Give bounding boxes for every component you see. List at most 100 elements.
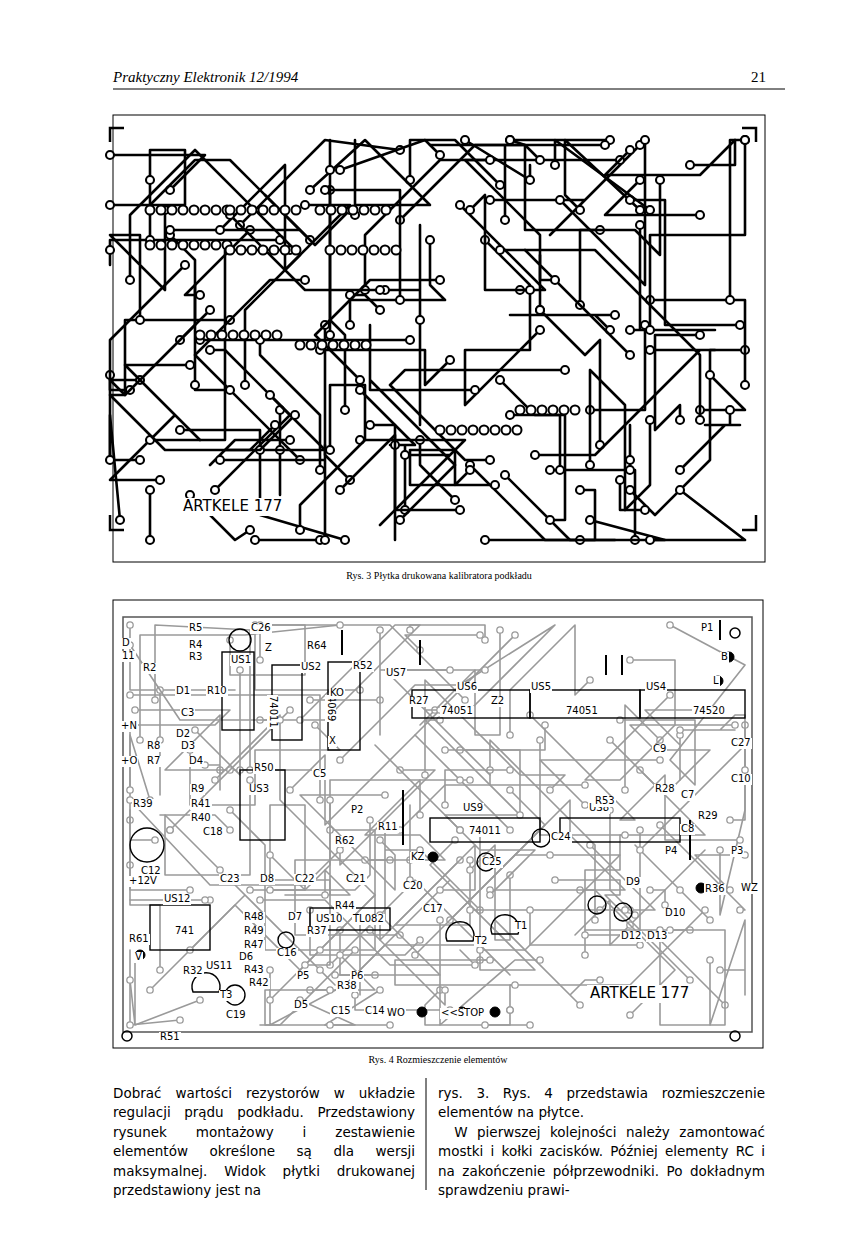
component-label: D9 (625, 877, 641, 888)
solder-pad (677, 727, 683, 733)
board-marking: ARTKELE 177 (180, 498, 285, 516)
solder-pad (292, 206, 301, 215)
component-label: Z2 (490, 696, 505, 707)
capacitor-outline (532, 829, 550, 847)
component-label: C15 (330, 1006, 352, 1017)
solder-pad (326, 246, 335, 255)
solder-pad (352, 947, 358, 953)
component-label: C24 (550, 832, 572, 843)
solder-pad (717, 967, 723, 973)
solder-pad (587, 842, 593, 848)
solder-pad (516, 406, 525, 415)
copper-trace (650, 140, 745, 330)
solder-pad (326, 446, 334, 454)
solder-pad (351, 341, 360, 350)
solder-pad (657, 757, 663, 763)
copper-trace (130, 695, 320, 800)
component-label: US9 (462, 803, 484, 814)
copper-trace (465, 240, 540, 405)
registration-mark (742, 128, 756, 142)
ic-outline (430, 818, 540, 842)
solder-pad (487, 957, 493, 963)
solder-pad (287, 707, 293, 713)
solder-pad (646, 346, 654, 354)
column-rule (426, 1078, 427, 1190)
solder-pad (179, 241, 188, 250)
solder-pad (646, 326, 654, 334)
component-label: R61 (128, 934, 150, 945)
solder-pad (237, 246, 246, 255)
solder-pad (211, 486, 219, 494)
solder-pad (527, 1022, 533, 1028)
copper-trace (660, 930, 725, 1025)
solder-pad (676, 466, 684, 474)
solder-pad (466, 206, 474, 214)
copper-trace (660, 825, 745, 910)
component-label: US2 (300, 662, 322, 673)
solder-pad (359, 246, 368, 255)
component-label: US5 (530, 682, 552, 693)
component-label: R11 (377, 822, 399, 833)
solder-pad (316, 466, 324, 474)
solder-pad (506, 136, 514, 144)
solder-pad (338, 206, 347, 215)
solder-pad (497, 627, 503, 633)
solder-pad (206, 346, 214, 354)
solder-pad (717, 847, 723, 853)
body-paragraph: Dobrać wartości rezystorów w układzie re… (113, 1084, 415, 1200)
solder-pad (551, 276, 559, 284)
component-label: C17 (422, 904, 444, 915)
solder-pad (486, 456, 494, 464)
solder-pad (482, 667, 488, 673)
solder-pad (349, 206, 358, 215)
component-label: R9 (190, 784, 205, 795)
component-label: R48 (243, 912, 265, 923)
solder-pad (442, 802, 448, 808)
solder-pad (336, 166, 344, 174)
component-label: P4 (664, 846, 678, 857)
solder-pad (507, 827, 513, 833)
component-label: R49 (243, 926, 265, 937)
copper-trace (110, 320, 230, 395)
solder-pad (406, 336, 414, 344)
solder-pad (382, 792, 388, 798)
solder-pad (667, 622, 673, 628)
solder-pad (367, 817, 373, 823)
ic-outline (240, 770, 285, 840)
copper-trace (605, 140, 735, 175)
component-label: C26 (250, 623, 272, 634)
solder-pad (307, 341, 316, 350)
solder-pad (702, 907, 708, 913)
component-label: 741 (174, 926, 195, 937)
component-label: D10 (664, 908, 686, 919)
solder-pad (266, 391, 274, 399)
solder-pad (482, 1022, 488, 1028)
ic-outline (412, 690, 530, 718)
copper-trace (320, 350, 450, 385)
solder-pad (486, 196, 494, 204)
solder-pad (257, 657, 263, 663)
solder-pad (461, 136, 469, 144)
copper-trace (155, 625, 250, 770)
component-label: R44 (334, 901, 356, 912)
copper-trace (165, 780, 250, 875)
solder-pad (436, 151, 444, 159)
solder-pad (487, 892, 493, 898)
solder-pad (707, 957, 713, 963)
solder-pad (197, 997, 203, 1003)
solder-pad (457, 777, 463, 783)
solder-pad (341, 406, 349, 414)
component-label: D12 (620, 931, 642, 942)
capacitor-outline (278, 932, 294, 948)
solder-pad (727, 817, 733, 823)
solder-pad (146, 176, 154, 184)
solder-pad (646, 206, 654, 214)
solder-pad (190, 206, 199, 215)
solder-pad (647, 887, 653, 893)
solder-pad (126, 276, 134, 284)
copper-trace (510, 415, 565, 520)
solder-pad (192, 727, 198, 733)
solder-pad (306, 186, 314, 194)
copper-trace (680, 410, 740, 470)
solder-pad (146, 241, 155, 250)
